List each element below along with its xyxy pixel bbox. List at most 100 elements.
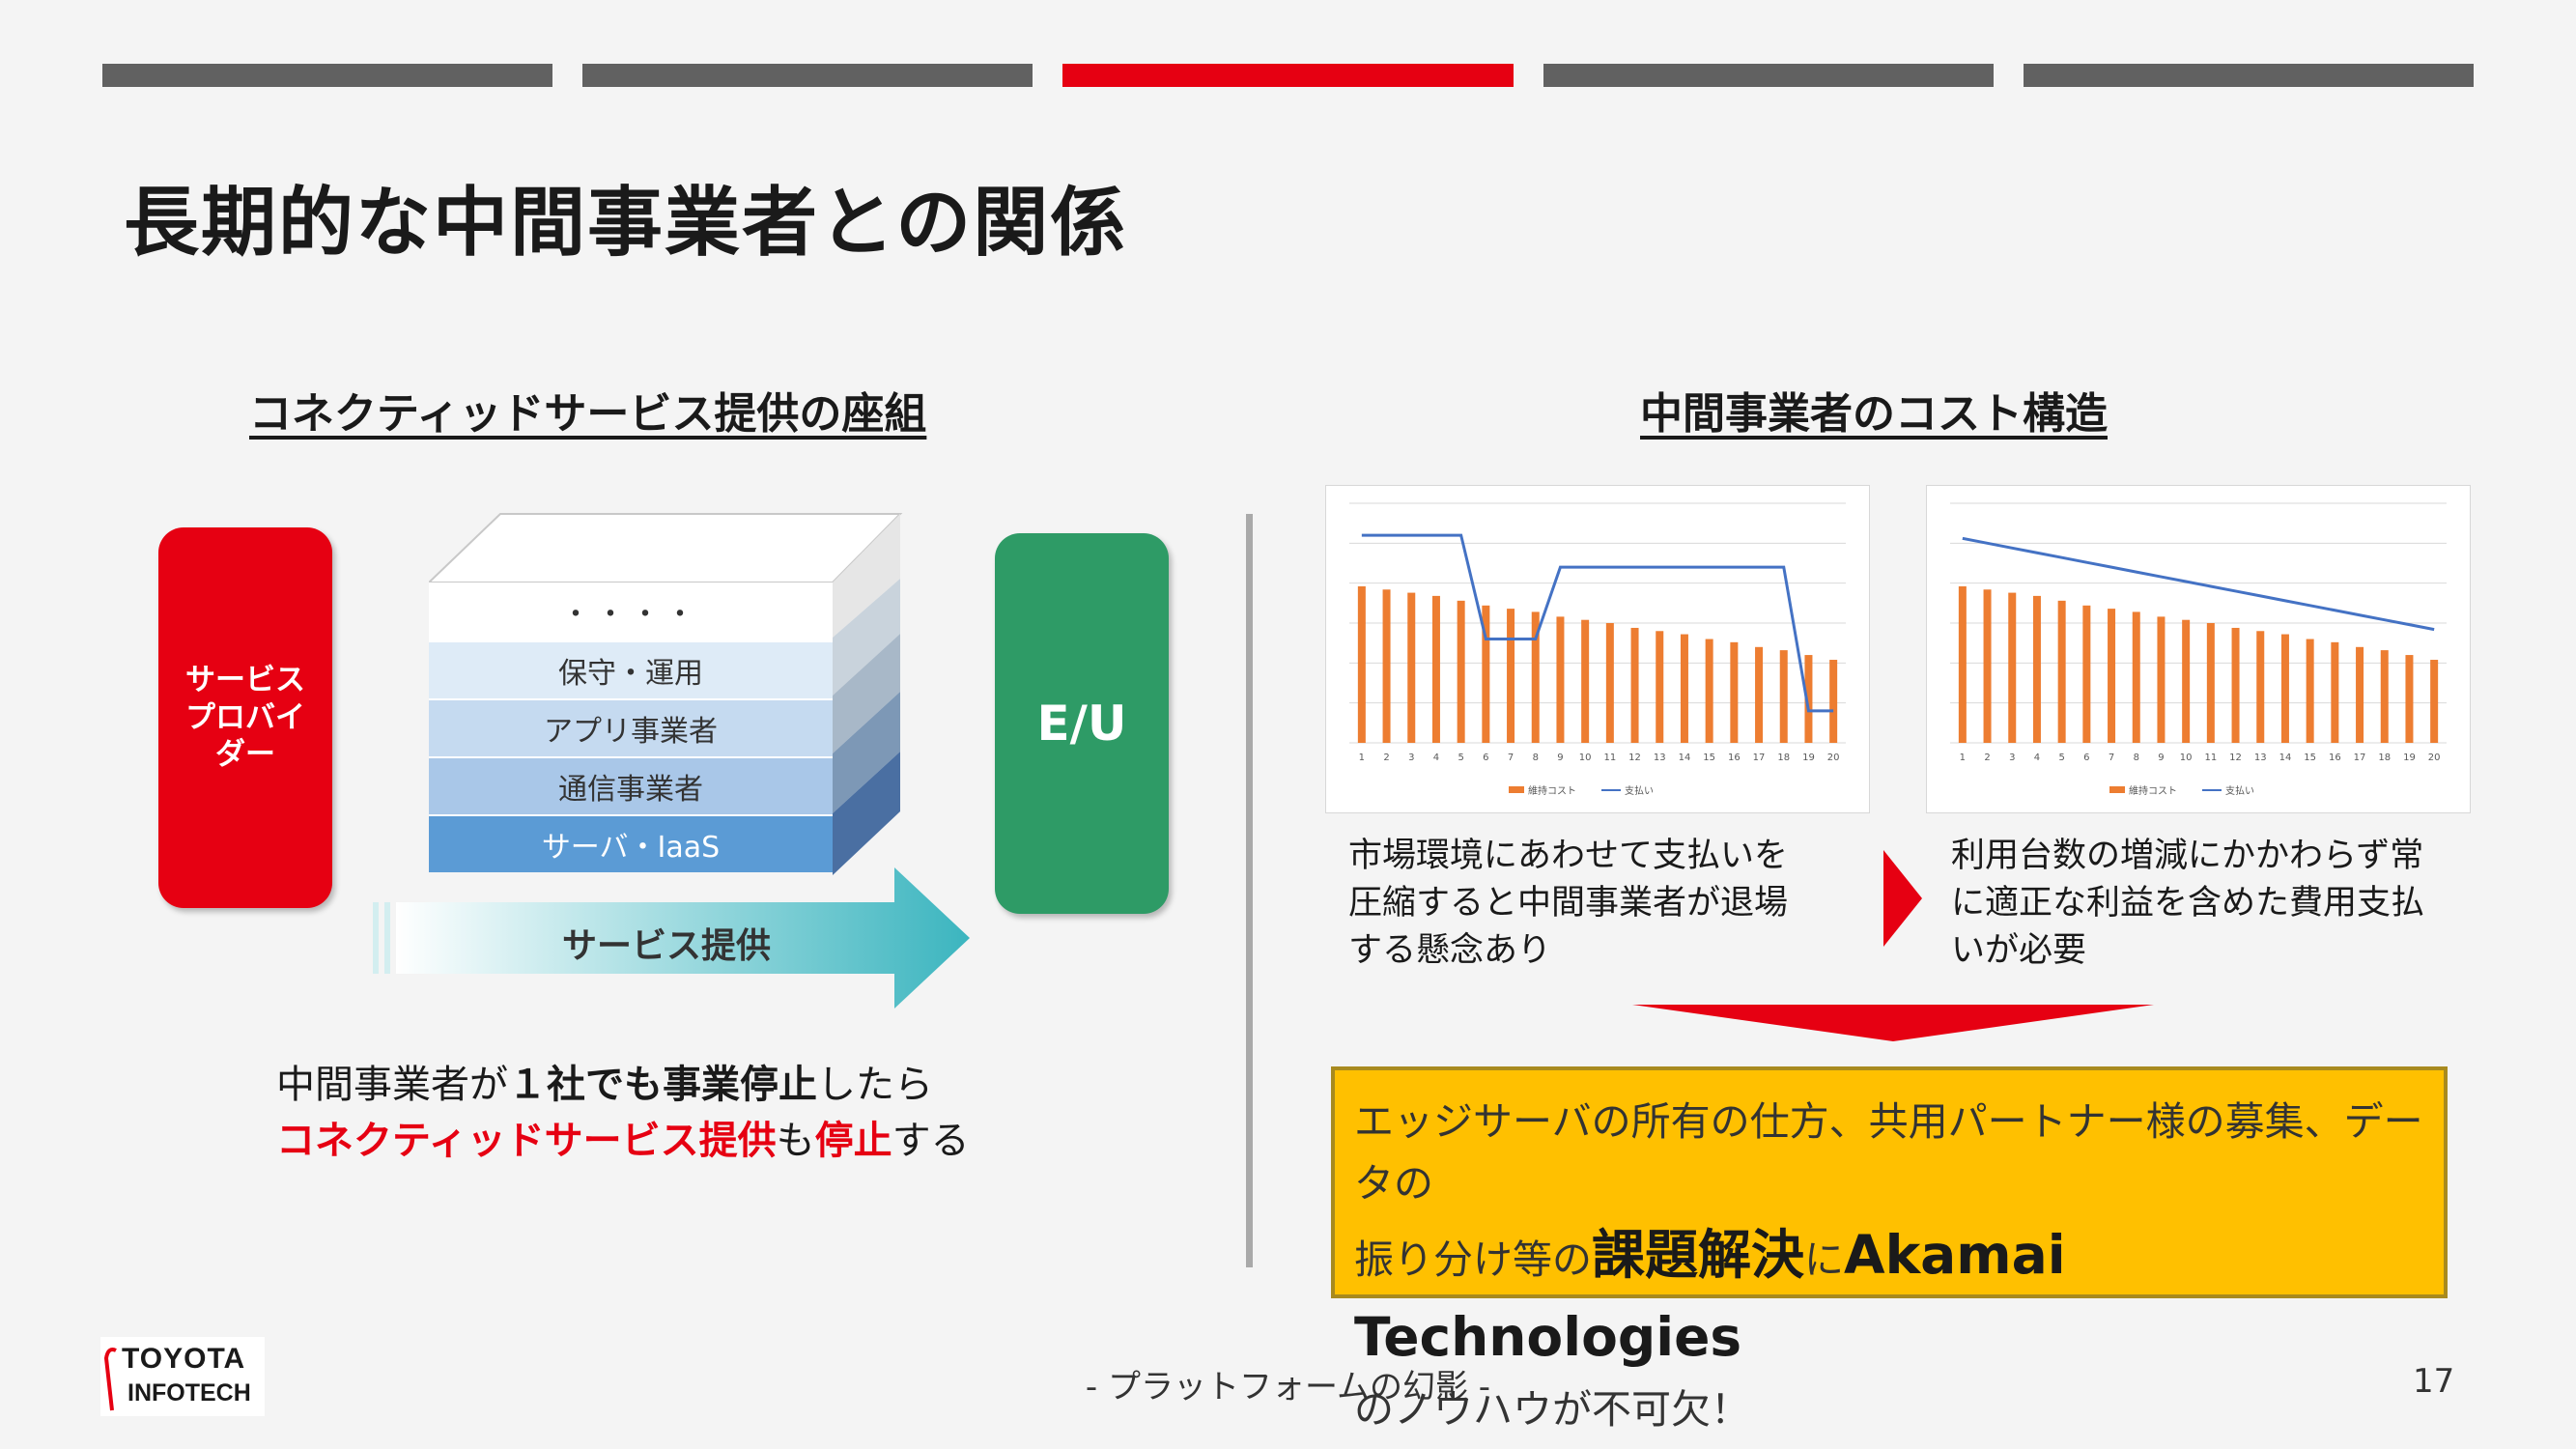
progress-segment [2023, 64, 2475, 87]
cost-bar [1804, 655, 1813, 743]
cost-bar [2280, 634, 2289, 743]
cost-bar [2132, 611, 2140, 743]
legend-label-payment: 支払い [1625, 784, 1654, 797]
note-text: する [892, 1119, 970, 1163]
service-layer-stack: ・・・・ 保守・運用 アプリ事業者 通信事業者 サーバ・IaaS [429, 512, 931, 879]
conclusion-text: に [1804, 1236, 1845, 1284]
payment-line [1962, 536, 2435, 632]
cost-bar [2356, 646, 2364, 743]
x-tick-label: 12 [1628, 753, 1641, 763]
desc-line: 市場環境にあわせて支払いを [1348, 837, 1789, 875]
x-tick-label: 1 [1960, 753, 1966, 763]
desc-line: 圧縮すると中間事業者が退場 [1348, 884, 1789, 923]
cost-bar [1680, 634, 1688, 743]
x-tick-label: 8 [1533, 753, 1539, 763]
x-tick-label: 20 [1827, 753, 1840, 763]
x-tick-label: 19 [2403, 753, 2416, 763]
service-arrow [373, 867, 970, 1009]
left-note-line2: コネクティッドサービス提供も停止する [276, 1113, 970, 1169]
right-desc-left: 市場環境にあわせて支払いを 圧縮すると中間事業者が退場 する懸念あり [1348, 833, 1788, 975]
cost-bar [2430, 660, 2439, 743]
cost-bar [1457, 600, 1465, 743]
progress-segment-active [1062, 64, 1514, 87]
x-tick-label: 16 [1728, 753, 1741, 763]
desc-line: に適正な利益を含めた費用支払 [1951, 884, 2425, 923]
cost-bar [1357, 585, 1366, 743]
note-text: 中間事業者が [276, 1063, 508, 1107]
x-tick-label: 18 [1777, 753, 1790, 763]
x-tick-label: 2 [1383, 753, 1389, 763]
x-tick-label: 17 [1753, 753, 1766, 763]
cost-bar [2306, 639, 2314, 743]
x-tick-label: 9 [1557, 753, 1563, 763]
service-arrow-label: サービス提供 [561, 926, 771, 966]
service-provider-label: サービスプロバイダー [185, 662, 305, 773]
logo-text-2: INFOTECH [127, 1379, 251, 1406]
cost-bar [2032, 595, 2041, 743]
note-text: も [776, 1119, 815, 1163]
x-tick-label: 15 [1703, 753, 1715, 763]
x-tick-label: 11 [2204, 753, 2217, 763]
cost-bar [1730, 641, 1739, 743]
conclusion-emphasis: 課題解決 [1592, 1224, 1805, 1287]
cost-bar [1431, 595, 1440, 743]
slide-title: 長期的な中間事業者との関係 [124, 180, 1128, 267]
cost-bar [1382, 589, 1391, 743]
cost-bar [1507, 609, 1515, 743]
desc-line: する懸念あり [1348, 931, 1552, 970]
x-tick-label: 12 [2229, 753, 2242, 763]
right-section-heading: 中間事業者のコスト構造 [1640, 389, 2108, 439]
cost-bar [1407, 592, 1416, 743]
note-text: したら [817, 1063, 933, 1107]
cost-bar [2256, 631, 2265, 743]
cost-bar [1829, 660, 1838, 743]
cost-bar [1605, 623, 1614, 743]
stack-layer-etc: ・・・・ [429, 582, 833, 640]
right-desc-right: 利用台数の増減にかかわらず常 に適正な利益を含めた費用支払 いが必要 [1951, 833, 2424, 975]
end-user-label: E/U [1036, 696, 1127, 752]
cost-bar [2182, 619, 2191, 743]
conclusion-line: エッジサーバの所有の仕方、共用パートナー様の募集、データの [1354, 1098, 2423, 1207]
legend-swatch-cost [1509, 786, 1524, 793]
stack-layer-telecom: 通信事業者 [429, 756, 833, 814]
cost-bar [2331, 641, 2339, 743]
conclusion-line: のノウハウが不可欠！ [1354, 1385, 1750, 1433]
x-tick-label: 17 [2354, 753, 2366, 763]
x-tick-label: 19 [1802, 753, 1815, 763]
left-section-heading: コネクティッドサービス提供の座組 [249, 389, 927, 439]
cost-bar [2405, 655, 2414, 743]
x-tick-label: 20 [2428, 753, 2441, 763]
cost-bar [2231, 627, 2240, 743]
cost-bar [2008, 592, 2017, 743]
cost-bar [1630, 627, 1639, 743]
x-tick-label: 18 [2378, 753, 2391, 763]
stack-layer-server: サーバ・IaaS [429, 814, 833, 872]
x-tick-label: 7 [1508, 753, 1514, 763]
logo-mark [103, 1348, 117, 1411]
x-tick-label: 5 [1458, 753, 1463, 763]
stack-layer-maintenance: 保守・運用 [429, 640, 833, 698]
progress-indicator [102, 64, 2475, 87]
company-logo: TOYOTA INFOTECH [100, 1337, 265, 1416]
conclusion-text: 振り分け等の [1354, 1236, 1592, 1284]
note-emphasis: １社でも事業停止 [508, 1063, 817, 1107]
footer-title: - プラットフォームの幻影 - [1085, 1368, 1491, 1406]
x-tick-label: 1 [1359, 753, 1365, 763]
desc-line: いが必要 [1951, 931, 2087, 970]
x-tick-label: 9 [2158, 753, 2164, 763]
cost-bar [2057, 600, 2066, 743]
x-tick-label: 13 [1654, 753, 1666, 763]
x-tick-label: 10 [2180, 753, 2193, 763]
x-tick-label: 4 [2034, 753, 2040, 763]
conclusion-line: 振り分け等の課題解決にAkamai Technologies [1354, 1214, 2426, 1379]
cost-bar [1482, 605, 1490, 743]
left-note: 中間事業者が１社でも事業停止したら コネクティッドサービス提供も停止する [276, 1057, 970, 1169]
x-tick-label: 11 [1603, 753, 1616, 763]
x-tick-label: 6 [1483, 753, 1488, 763]
cost-bar [1755, 646, 1764, 743]
cost-bar [1556, 616, 1565, 743]
cost-bar [1779, 650, 1788, 743]
progress-segment [102, 64, 553, 87]
x-tick-label: 8 [2134, 753, 2139, 763]
